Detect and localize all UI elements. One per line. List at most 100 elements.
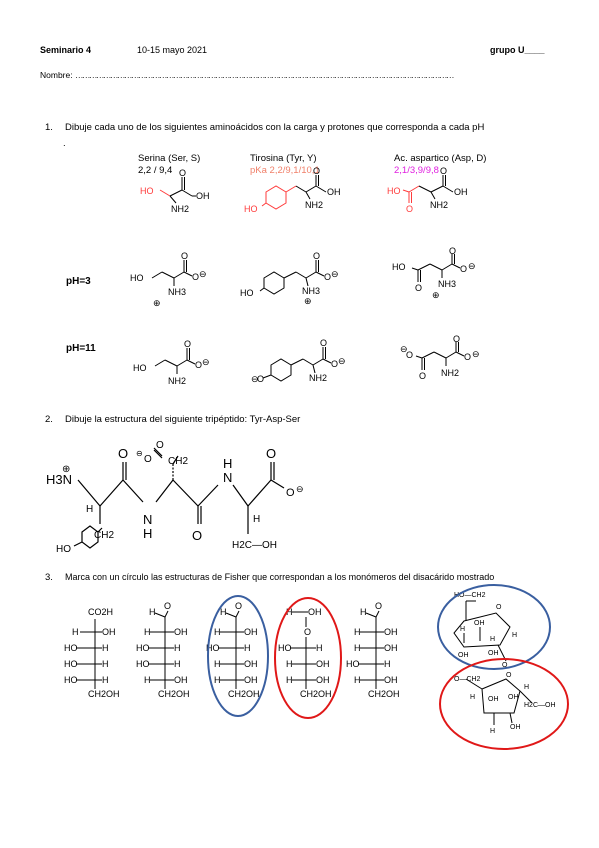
atom-label: O <box>440 166 447 176</box>
tyrosine-pka: pKa 2,2/9,1/10,1 <box>250 165 320 176</box>
atom-label: CH2OH <box>300 689 332 699</box>
atom-label: H <box>286 607 293 617</box>
name-line: …………………………………………………………………………………………………………… <box>74 70 455 80</box>
tyrosine-structure: HO O OH NH2 <box>244 166 341 214</box>
atom-label: H <box>490 636 495 643</box>
atom-label: O <box>406 350 413 360</box>
atom-label: O <box>144 454 152 465</box>
atom-label: NH2 <box>171 204 189 214</box>
atom-label: O <box>192 528 202 543</box>
name-label: Nombre: <box>40 70 75 80</box>
atom-label: O <box>235 601 242 611</box>
atom-label: H <box>144 627 151 637</box>
atom-label: H <box>144 675 151 685</box>
atom-label: OH <box>316 659 330 669</box>
question-1: 1.Dibuje cada uno de los siguientes amin… <box>45 122 484 133</box>
charge-plus: ⊕ <box>304 296 312 306</box>
group-label: grupo U____ <box>490 45 545 55</box>
atom-label: NH2 <box>441 368 459 378</box>
atom-label: OH <box>488 650 499 657</box>
atom-label: CH2OH <box>228 689 260 699</box>
atom-label: H <box>214 627 221 637</box>
atom-label: HO <box>278 643 292 653</box>
atom-label: O <box>415 283 422 293</box>
aspartic-ph3: HO O O O ⊖ NH3 ⊕ <box>392 246 476 300</box>
atom-label: OH <box>458 652 469 659</box>
atom-label: CH2 <box>94 530 114 541</box>
charge-minus: ⊖ <box>468 261 476 271</box>
atom-label: O <box>156 440 164 451</box>
atom-label: H <box>253 514 260 525</box>
charge-minus: ⊖ <box>199 269 207 279</box>
disaccharide-structure: HO—CH2 O H OH H OH OH H O O—CH2 O H OH O… <box>437 584 569 750</box>
atom-label: O—CH2 <box>454 676 481 683</box>
atom-label: O <box>506 672 512 679</box>
atom-label: CH2OH <box>88 689 120 699</box>
atom-label: H <box>244 643 251 653</box>
atom-label: H <box>512 632 517 639</box>
atom-label: OH <box>454 187 468 197</box>
atom-label: OH <box>384 675 398 685</box>
question-number: 1. <box>45 122 53 133</box>
serine-ph11: HO O O ⊖ NH2 <box>133 339 210 386</box>
charge-minus: ⊖ <box>472 349 480 359</box>
name-field[interactable]: Nombre: ……………………………………………………………………………………… <box>40 70 455 80</box>
atom-label: H <box>490 728 495 735</box>
atom-label: OH <box>244 627 258 637</box>
serine-name: Serina (Ser, S) <box>138 153 201 164</box>
atom-label: O <box>419 371 426 381</box>
charge-minus: ⊖ <box>296 484 304 494</box>
atom-label: H <box>174 659 181 669</box>
question-3: 3.Marca con un círculo las estructuras d… <box>45 572 494 583</box>
charge-plus: ⊕ <box>432 290 440 300</box>
aspartic-name: Ac. aspartico (Asp, D) <box>394 153 487 164</box>
atom-label: O <box>118 446 128 461</box>
aspartic-ph11: ⊖ O O O O ⊖ NH2 <box>400 334 480 381</box>
ph11-label: pH=11 <box>66 343 96 354</box>
answer-circle-blue <box>437 584 551 670</box>
atom-label: O <box>320 338 327 348</box>
atom-label: H <box>102 675 109 685</box>
question-number: 3. <box>45 572 53 583</box>
atom-label: H <box>354 627 361 637</box>
atom-label: O <box>406 204 413 214</box>
atom-label: CO2H <box>88 607 113 617</box>
atom-label: H2C—OH <box>232 540 277 551</box>
atom-label: HO <box>392 262 406 272</box>
atom-label: O <box>313 166 320 176</box>
atom-label: H <box>354 675 361 685</box>
aspartic-pka: 2,1/3,9/9,8 <box>394 165 439 176</box>
atom-label: HO <box>140 186 154 196</box>
atom-label: H <box>72 627 79 637</box>
atom-label: HO <box>64 675 78 685</box>
serine-ph3: HO O O ⊖ NH3 ⊕ <box>130 251 207 308</box>
atom-label: NH3 <box>438 279 456 289</box>
atom-label: HO <box>136 659 150 669</box>
charge-plus: ⊕ <box>62 464 70 475</box>
atom-label: HO <box>387 186 401 196</box>
atom-label: CH2 <box>168 456 188 467</box>
atom-label: NH2 <box>430 200 448 210</box>
atom-label: NH2 <box>305 200 323 210</box>
atom-label: O <box>453 334 460 344</box>
atom-label: NH3 <box>168 287 186 297</box>
atom-label: CH2OH <box>158 689 190 699</box>
atom-label: O <box>502 662 508 669</box>
atom-label: HO <box>240 288 254 298</box>
atom-label: O <box>257 374 264 384</box>
atom-label: H <box>470 694 475 701</box>
question-dot: . <box>63 138 66 149</box>
tyrosine-name: Tirosina (Tyr, Y) <box>250 153 317 164</box>
answer-circle-red <box>439 658 569 750</box>
atom-label: H <box>102 643 109 653</box>
serine-structure: HO O OH NH2 <box>140 168 210 214</box>
atom-label: O <box>304 627 311 637</box>
atom-label: H <box>460 626 465 633</box>
answer-circle-red <box>274 597 342 719</box>
atom-label: O <box>164 601 171 611</box>
atom-label: NH2 <box>168 376 186 386</box>
